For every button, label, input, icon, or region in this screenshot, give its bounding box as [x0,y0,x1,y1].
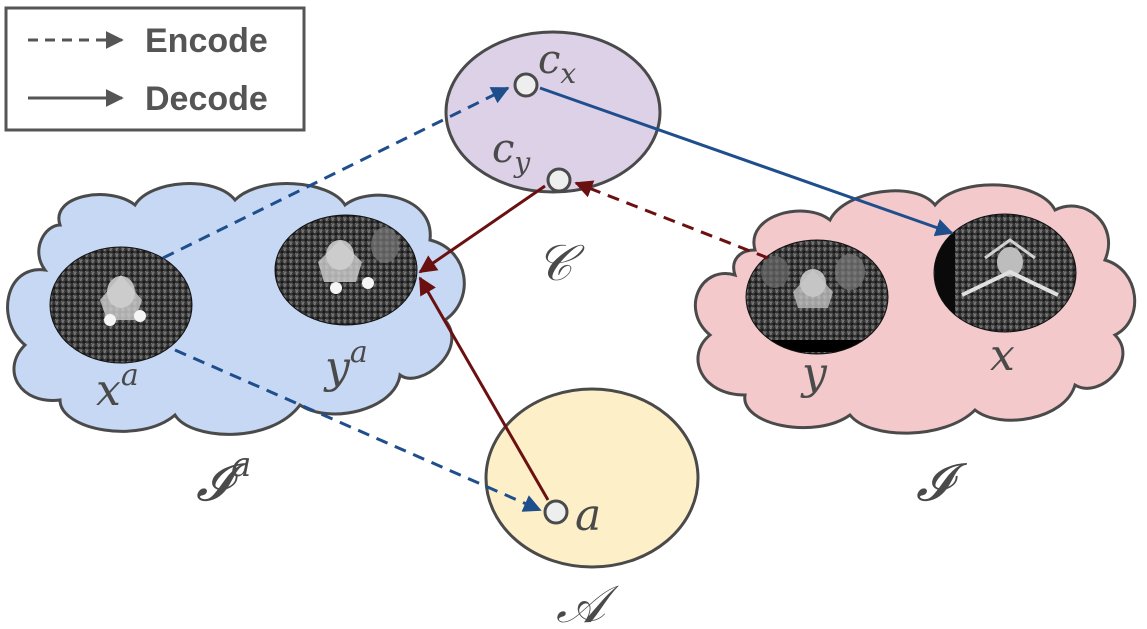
image-x [933,213,1077,333]
image-y-label: y [800,348,828,399]
target-domain-label: 𝓘 [916,453,968,513]
content-space-label: 𝒞 [536,234,585,292]
image-x-a-label: xa [96,358,139,416]
encode-arrow-y-to-cy [574,180,769,260]
image-x-a [49,246,193,364]
content-space-ellipse [444,30,662,194]
node-c-y-label: cy [492,126,531,179]
legend-encode-label: Encode [145,22,268,60]
augmented-domain-label: 𝓘a [196,445,251,513]
attribute-space-ellipse [484,387,700,569]
decode-arrow-cy-to-ya [418,184,546,274]
image-y-a-label: ya [323,335,368,393]
node-a [543,499,569,525]
attribute-space-label: 𝒜 [556,575,620,629]
decode-arrow-a-to-ya [418,276,550,501]
legend-box [4,6,306,132]
decode-arrow-cx-to-x [539,86,954,237]
image-x-label: x [990,330,1015,381]
encode-arrow-xa-to-a [174,348,542,512]
node-a-label: a [575,490,601,541]
node-c-y [546,167,572,193]
node-c-x-label: cx [538,37,576,90]
node-c-x [513,72,539,98]
legend: Encode Decode [4,6,306,132]
encode-arrow-xa-to-cx [162,86,510,260]
legend-decode-label: Decode [145,80,268,118]
image-y-a [274,214,418,326]
